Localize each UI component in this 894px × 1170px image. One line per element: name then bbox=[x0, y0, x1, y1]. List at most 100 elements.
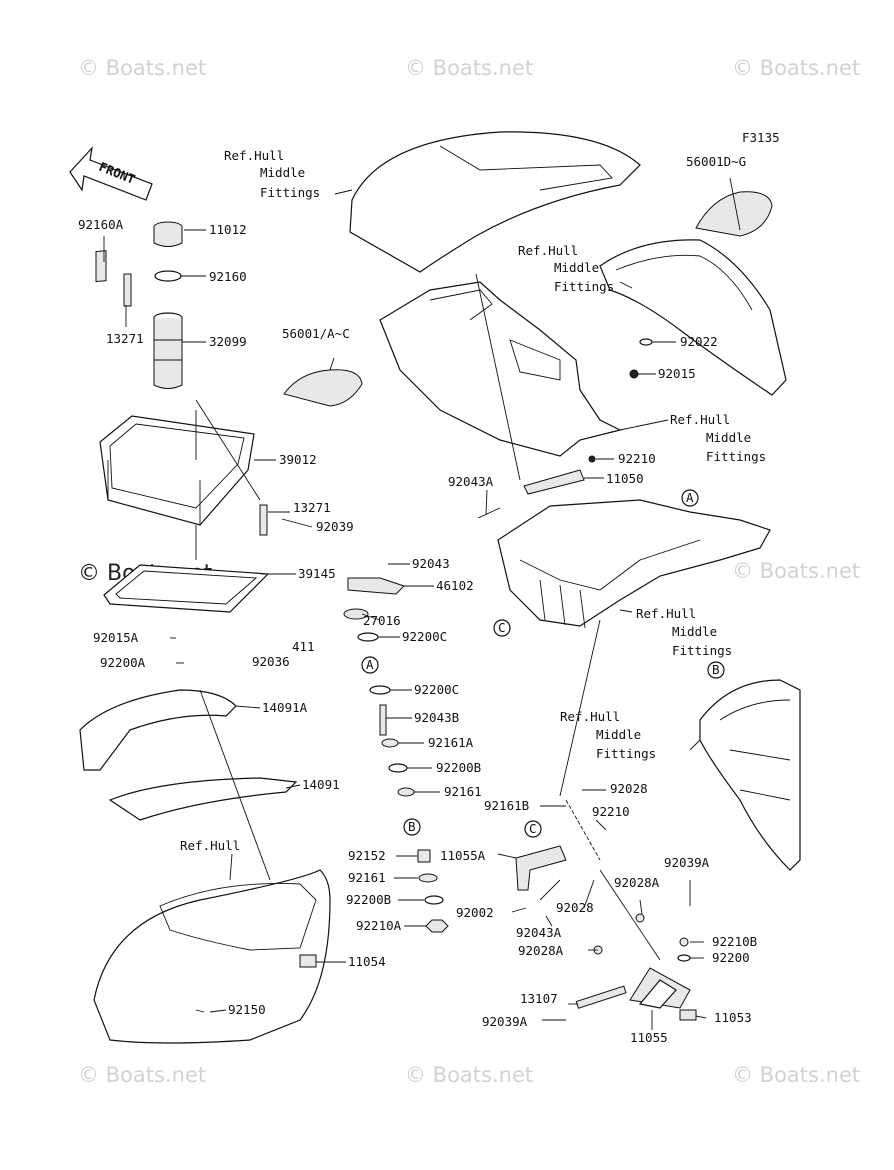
ref-hull-middle-fittings-1: Ref.Hull Middle Fittings bbox=[224, 148, 320, 200]
part-label: 92161 bbox=[348, 870, 386, 885]
svg-text:Ref.Hull: Ref.Hull bbox=[670, 412, 730, 427]
front-arrow-icon: FRONT bbox=[69, 146, 153, 201]
part-label: 92200C bbox=[402, 629, 447, 644]
washer-92200B-2 bbox=[424, 895, 444, 905]
part-label: 92210 bbox=[618, 451, 656, 466]
svg-text:Middle: Middle bbox=[260, 165, 305, 180]
watermark: © Boats.net bbox=[405, 56, 533, 80]
part-label: 92200B bbox=[346, 892, 391, 907]
part-label: 92200B bbox=[436, 760, 481, 775]
part-label: 11055A bbox=[440, 848, 486, 863]
nut-92210B bbox=[679, 937, 689, 947]
part-label: 39145 bbox=[298, 566, 336, 581]
svg-text:Fittings: Fittings bbox=[596, 746, 656, 761]
part-label: 46102 bbox=[436, 578, 474, 593]
part-label: 56001D~G bbox=[686, 154, 746, 169]
hinge-11055A bbox=[515, 845, 567, 891]
plate-11053 bbox=[679, 1009, 697, 1021]
part-label: 92210 bbox=[592, 804, 630, 819]
part-label: 92161B bbox=[484, 798, 529, 813]
part-label: 13271 bbox=[106, 331, 144, 346]
svg-text:B: B bbox=[712, 662, 720, 677]
collar-92161-b bbox=[418, 873, 438, 883]
handle-14091 bbox=[108, 777, 298, 821]
bolt-92039 bbox=[281, 518, 313, 528]
part-label: 92161 bbox=[444, 784, 482, 799]
watermark: © Boats.net bbox=[732, 559, 860, 583]
part-label: 92210A bbox=[356, 918, 402, 933]
box-39012 bbox=[99, 415, 255, 526]
part-label: 11054 bbox=[348, 954, 386, 969]
svg-text:Ref.Hull: Ref.Hull bbox=[518, 243, 578, 258]
leader-lines bbox=[103, 177, 741, 1030]
circle-marker-c-2: C bbox=[524, 820, 542, 838]
part-label: 92022 bbox=[680, 334, 718, 349]
part-label: 92028A bbox=[614, 875, 660, 890]
nut-92210A bbox=[425, 919, 449, 933]
circle-marker-b-2: B bbox=[403, 818, 421, 836]
part-label: 92043A bbox=[516, 925, 562, 940]
part-label: 14091A bbox=[262, 700, 308, 715]
plate-13271 bbox=[123, 273, 132, 307]
pad-56001D-G bbox=[695, 191, 773, 237]
part-label: 11053 bbox=[714, 1010, 752, 1025]
spring-92161B bbox=[565, 799, 601, 861]
latch-46102 bbox=[347, 577, 405, 595]
plate-13271-b bbox=[259, 504, 268, 536]
part-label: 92152 bbox=[348, 848, 386, 863]
screw-92210 bbox=[588, 455, 596, 463]
hinge-11055 bbox=[629, 967, 691, 1009]
svg-text:Middle: Middle bbox=[554, 260, 599, 275]
circle-marker-a: A bbox=[681, 489, 699, 507]
part-label: 11055 bbox=[630, 1030, 668, 1045]
bolt-92043A-2 bbox=[539, 879, 561, 901]
collar-92161 bbox=[397, 787, 415, 797]
part-label: 92210B bbox=[712, 934, 757, 949]
ref-hull-middle-fittings-4: Ref.Hull Middle Fittings bbox=[636, 606, 732, 658]
knob-27016 bbox=[343, 608, 369, 620]
part-label: 92160 bbox=[209, 269, 247, 284]
part-label: 27016 bbox=[363, 613, 401, 628]
collar-92161A bbox=[381, 738, 399, 748]
part-label: 13107 bbox=[520, 991, 558, 1006]
ref-hull: Ref.Hull bbox=[180, 838, 240, 853]
part-labels: 92160A 11012 92160 13271 32099 56001/A~C… bbox=[78, 154, 757, 1045]
seat-rear-cover bbox=[599, 239, 787, 396]
part-label: 13271 bbox=[293, 500, 331, 515]
part-label: 39012 bbox=[279, 452, 317, 467]
svg-text:Fittings: Fittings bbox=[260, 185, 320, 200]
bolt-92043A bbox=[477, 507, 501, 519]
screw-92150 bbox=[195, 1009, 205, 1013]
deck-rear bbox=[699, 679, 801, 871]
tray-assembly bbox=[497, 499, 771, 629]
part-label: 92043A bbox=[448, 474, 494, 489]
svg-text:C: C bbox=[529, 821, 537, 836]
part-label: 14091 bbox=[302, 777, 340, 792]
gasket-92160 bbox=[154, 270, 182, 282]
svg-text:C: C bbox=[498, 620, 506, 635]
ref-hull-middle-fittings-2: Ref.Hull Middle Fittings bbox=[518, 243, 614, 294]
ref-hull-middle-fittings-3: Ref.Hull Middle Fittings bbox=[670, 412, 766, 464]
part-label: 92150 bbox=[228, 1002, 266, 1017]
svg-text:Fittings: Fittings bbox=[706, 449, 766, 464]
ref-hull-middle-fittings-5: Ref.Hull Middle Fittings bbox=[560, 709, 656, 761]
part-label: 92015A bbox=[93, 630, 139, 645]
seat-middle bbox=[379, 281, 622, 457]
part-label: 92043 bbox=[412, 556, 450, 571]
watermark: © Boats.net bbox=[405, 1063, 533, 1087]
bracket-11054 bbox=[299, 954, 317, 968]
washer-92200C-2 bbox=[369, 685, 391, 695]
washer-92022 bbox=[639, 338, 653, 346]
watermark: © Boats.net bbox=[732, 1063, 860, 1087]
part-label: 92015 bbox=[658, 366, 696, 381]
bushing-92152 bbox=[417, 849, 431, 863]
figure-code: F3135 bbox=[742, 130, 780, 145]
nut-92015 bbox=[629, 369, 639, 379]
svg-text:Ref.Hull: Ref.Hull bbox=[224, 148, 284, 163]
part-label: 92039A bbox=[664, 855, 710, 870]
pad-56001-a-c bbox=[283, 369, 363, 407]
part-label: 92002 bbox=[456, 905, 494, 920]
svg-text:B: B bbox=[408, 819, 416, 834]
cap-11012 bbox=[153, 221, 183, 247]
